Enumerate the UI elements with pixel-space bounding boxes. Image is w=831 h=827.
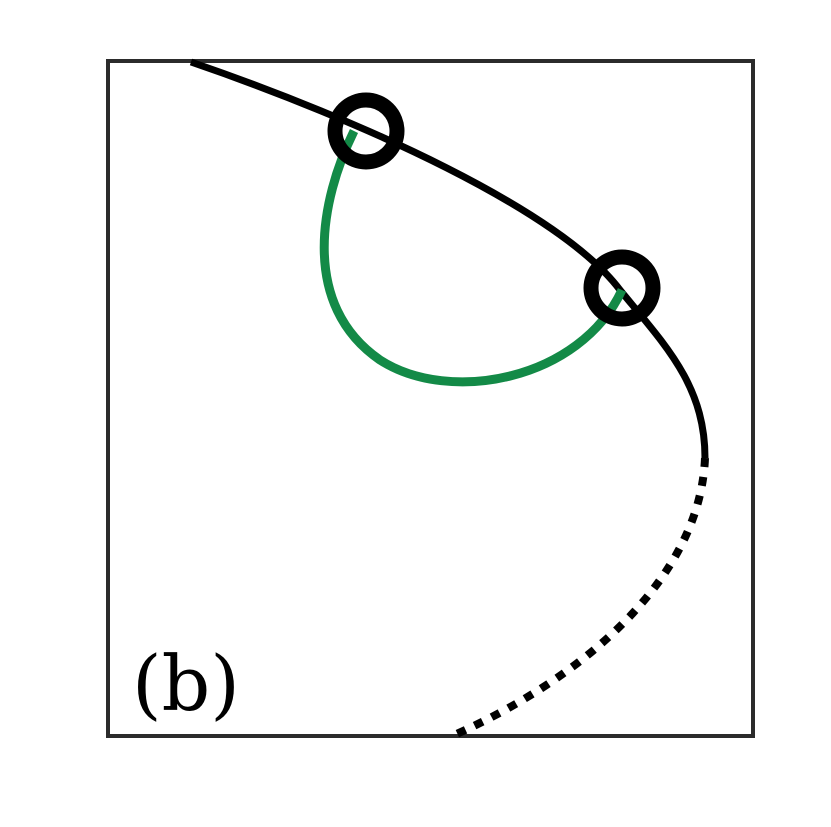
green-arc xyxy=(319,129,627,387)
solid-black-curve xyxy=(189,58,709,459)
ring-marker-lower xyxy=(583,249,661,327)
ring-marker-upper xyxy=(327,92,405,170)
panel-frame xyxy=(106,59,755,738)
dotted-black-curve xyxy=(450,457,709,740)
panel-label: (b) xyxy=(132,639,240,728)
